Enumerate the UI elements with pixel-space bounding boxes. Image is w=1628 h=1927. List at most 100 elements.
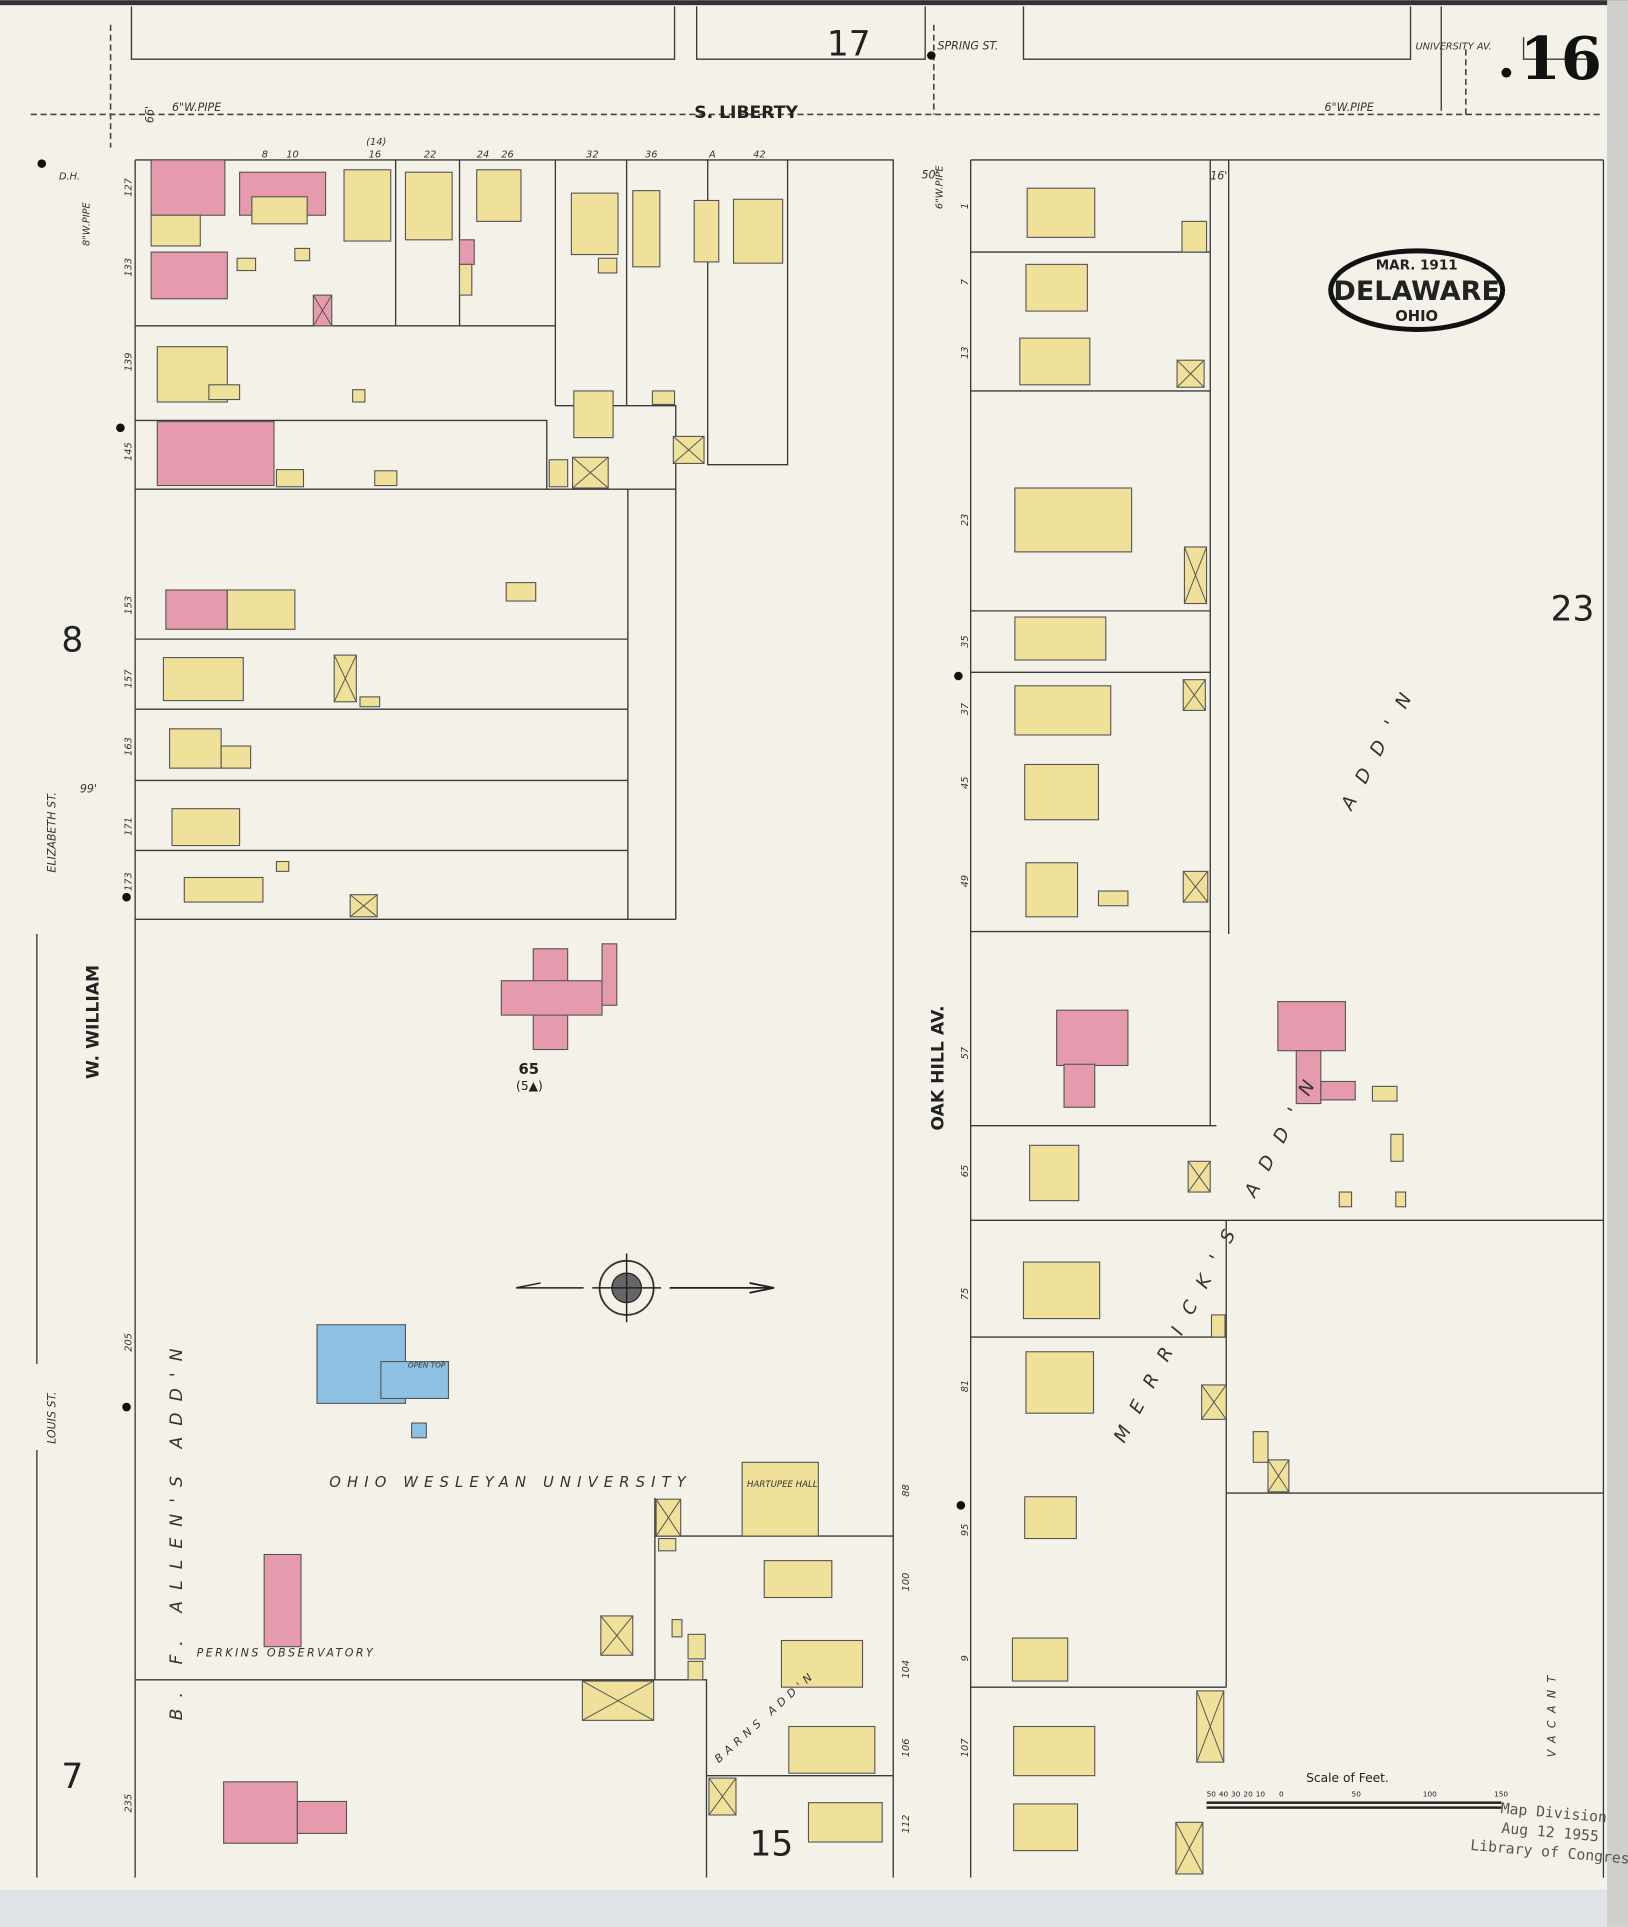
sheet-number: 16 bbox=[1520, 24, 1602, 93]
label-vacant: VACANT bbox=[1546, 1668, 1559, 1757]
outbuilding-cross bbox=[672, 436, 705, 464]
scale-tick-label: 30 bbox=[1231, 1790, 1241, 1799]
house-number: 145 bbox=[123, 442, 134, 461]
width-66: 66' bbox=[144, 106, 157, 123]
frame-building bbox=[169, 728, 222, 769]
house-number: 57 bbox=[960, 1046, 971, 1059]
frame-building bbox=[183, 876, 264, 903]
house-number: 88 bbox=[901, 1484, 912, 1497]
street-oak-hill: OAK HILL AV. bbox=[929, 1005, 949, 1130]
scale-tick-label: 100 bbox=[1423, 1790, 1437, 1799]
brick-building bbox=[1056, 1009, 1129, 1067]
frame-building bbox=[1014, 685, 1112, 736]
pipe-label-william: 8"W.PIPE bbox=[82, 201, 93, 246]
house-number: 235 bbox=[123, 1794, 134, 1813]
frame-building bbox=[150, 214, 201, 247]
scale-label: Scale of Feet. bbox=[1306, 1771, 1389, 1785]
house-number: 35 bbox=[960, 635, 971, 648]
frame-building bbox=[226, 589, 296, 630]
house-number: A bbox=[708, 149, 716, 160]
frame-building bbox=[1395, 1191, 1407, 1208]
label-observatory: PERKINS OBSERVATORY bbox=[197, 1646, 376, 1659]
outbuilding-cross bbox=[1183, 546, 1208, 604]
brick-building bbox=[263, 1553, 302, 1648]
house-number: (14) bbox=[366, 137, 386, 148]
house-number: 112 bbox=[901, 1815, 912, 1834]
house-number: 36 bbox=[645, 149, 658, 160]
house-number: 100 bbox=[901, 1573, 912, 1592]
fireproof-building bbox=[411, 1422, 427, 1439]
outbuilding-cross bbox=[1176, 359, 1205, 388]
outbuilding-cross bbox=[1187, 1161, 1211, 1193]
frame-building bbox=[208, 384, 241, 401]
house-number: 171 bbox=[123, 817, 134, 836]
adjacent-sheet-top: 17 bbox=[827, 25, 871, 65]
frame-building bbox=[1025, 862, 1079, 918]
house-number: 42 bbox=[753, 149, 766, 160]
frame-building bbox=[343, 169, 392, 242]
outbuilding-cross bbox=[349, 894, 378, 918]
house-number: 8 bbox=[262, 149, 268, 160]
frame-building bbox=[1338, 1191, 1353, 1208]
house-number: 139 bbox=[123, 353, 134, 372]
street-spring: SPRING ST. bbox=[937, 39, 998, 52]
scale-tick-label: 20 bbox=[1243, 1790, 1253, 1799]
dh-marker bbox=[954, 671, 963, 681]
frame-building bbox=[807, 1802, 883, 1843]
dh-marker bbox=[927, 51, 936, 60]
scale-tick-label: 0 bbox=[1279, 1790, 1284, 1799]
brick-building bbox=[165, 589, 228, 630]
house-number: 16 bbox=[369, 149, 382, 160]
pipe-label-oak: 6"W.PIPE bbox=[934, 165, 945, 210]
label-open-top: OPEN TOP bbox=[408, 1361, 446, 1370]
frame-building bbox=[236, 257, 257, 272]
scale-tick-label: 40 bbox=[1219, 1790, 1229, 1799]
house-number: 45 bbox=[960, 777, 971, 790]
dh-marker bbox=[37, 159, 47, 168]
brick-building bbox=[1063, 1063, 1096, 1108]
street-elizabeth: ELIZABETH ST. bbox=[45, 792, 58, 873]
buildings bbox=[150, 159, 1407, 1875]
house-number: 157 bbox=[123, 669, 134, 688]
house-number: 13 bbox=[960, 346, 971, 359]
brick-building bbox=[296, 1800, 348, 1834]
frame-building bbox=[780, 1639, 864, 1688]
house-number: 104 bbox=[901, 1660, 912, 1679]
house-number: 127 bbox=[123, 177, 134, 196]
frame-building bbox=[1025, 1351, 1095, 1414]
frame-building bbox=[1011, 1637, 1069, 1682]
scale-tick-label: 10 bbox=[1256, 1790, 1266, 1799]
frame-building bbox=[788, 1725, 876, 1774]
frame-building bbox=[374, 470, 398, 487]
frame-building bbox=[294, 247, 311, 262]
frame-building bbox=[251, 196, 308, 225]
label-hartupee-hall: HARTUPEE HALL bbox=[747, 1480, 818, 1490]
house-number: 49 bbox=[960, 875, 971, 888]
title-state: OHIO bbox=[1395, 308, 1438, 325]
adjacent-sheet-left-upper: 8 bbox=[61, 620, 83, 660]
brick-building bbox=[1295, 1050, 1322, 1105]
adjacent-sheet-left-lower: 7 bbox=[61, 1757, 83, 1797]
frame-building bbox=[1014, 616, 1107, 661]
frame-building bbox=[458, 263, 473, 296]
house-number: 81 bbox=[960, 1380, 971, 1393]
scale-tick-label: 150 bbox=[1494, 1790, 1508, 1799]
adjacent-sheet-right: 23 bbox=[1551, 590, 1595, 630]
brick-building bbox=[1320, 1080, 1356, 1101]
house-number: 107 bbox=[960, 1738, 971, 1757]
house-number: 1 bbox=[960, 203, 971, 209]
pipe-label-left: 6"W.PIPE bbox=[172, 101, 221, 114]
label-building-65: 65 bbox=[519, 1061, 540, 1078]
frame-building bbox=[1024, 763, 1099, 821]
frame-building bbox=[1371, 1085, 1398, 1102]
right-edge-shadow bbox=[1607, 0, 1628, 1927]
frame-building bbox=[658, 1537, 677, 1552]
street-university: UNIVERSITY AV. bbox=[1415, 41, 1491, 52]
brick-building bbox=[156, 421, 275, 487]
frame-building bbox=[162, 657, 244, 702]
outbuilding-cross bbox=[1182, 871, 1209, 903]
outbuilding-cross bbox=[1267, 1459, 1290, 1493]
